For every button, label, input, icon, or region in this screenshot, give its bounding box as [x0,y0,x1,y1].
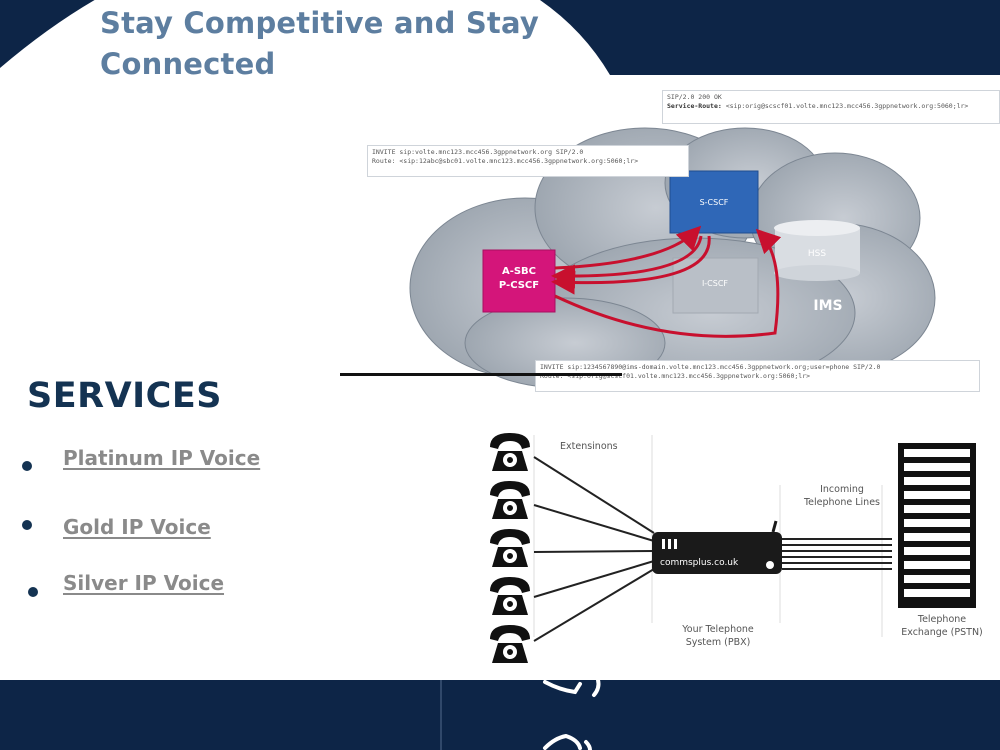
extension-lines [533,456,655,642]
ims-cloud [409,127,936,389]
sip-200ok-line1: SIP/2.0 200 OK [667,93,722,101]
bullet-icon [22,461,32,471]
sbc-label-line1: A-SBC [502,266,536,277]
exchange-label-line1: Telephone [917,614,966,625]
phone-call-icon [543,733,592,750]
exchange-label-line2: Exchange (PSTN) [901,627,983,638]
sip-200ok-box: SIP/2.0 200 OK Service-Route: <sip:orig@… [662,90,1000,124]
services-heading: SERVICES [27,376,222,416]
invite-line1: INVITE sip:volte.mnc123.mcc456.3gppnetwo… [372,148,584,156]
service-link-silver[interactable]: Silver IP Voice [63,571,225,595]
service-link-gold[interactable]: Gold IP Voice [63,515,211,539]
incoming-label-line2: Telephone Lines [803,497,880,508]
telephone-icon [490,433,530,471]
extensions-label: Extensinons [560,441,618,452]
pbx-label-line1: Your Telephone [681,624,754,635]
sbc-label-line2: P-CSCF [499,280,539,291]
bullet-icon [28,587,38,597]
sbc-node [482,249,556,313]
forward-line2: Route: <sip:orig@scscf01.volte.mnc123.mc… [540,372,811,381]
sip-invite-box: INVITE sip:volte.mnc123.mcc456.3gppnetwo… [367,145,689,177]
pbx-diagram: commsplus.co.uk [470,405,1000,675]
icscf-label: I-CSCF [702,279,728,288]
incoming-label-line1: Incoming [820,484,864,495]
service-link-platinum[interactable]: Platinum IP Voice [63,446,261,470]
invite-line2: Route: <sip:12abc@sbc01.volte.mnc123.mcc… [372,157,639,166]
megaphone-icon [543,678,601,697]
ims-label: IMS [813,298,842,314]
pbx-box [652,520,782,574]
scscf-label: S-CSCF [700,198,729,207]
hss-label: HSS [808,249,826,259]
scscf-node [669,170,759,234]
bullet-icon [22,520,32,530]
telephone-icon [490,529,530,567]
hero-title-line1: Stay Competitive and Stay [100,6,539,40]
incoming-lines [782,538,892,570]
telephone-icon [490,577,530,615]
hero-title-line2: Connected [100,47,276,81]
sip-forward-box: INVITE sip:1234567890@ims-domain.volte.m… [535,360,980,392]
building-icon [898,443,976,608]
signalling-arrows [551,225,782,338]
telephone-icon [490,481,530,519]
hss-database [774,220,860,281]
service-route-value: <sip:orig@scscf01.volte.mnc123.mcc456.3g… [725,102,969,111]
telephone-icon [490,625,530,663]
section-divider [340,373,622,376]
pbx-brand: commsplus.co.uk [660,558,739,568]
ims-diagram: HSS IMS I-CSCF S-CSCF A-SBC P-CSCF SIP/2… [365,88,1000,398]
service-route-label: Service-Route: [667,102,722,111]
pbx-label-line2: System (PBX) [686,637,751,648]
forward-line1: INVITE sip:1234567890@ims-domain.volte.m… [540,363,881,371]
